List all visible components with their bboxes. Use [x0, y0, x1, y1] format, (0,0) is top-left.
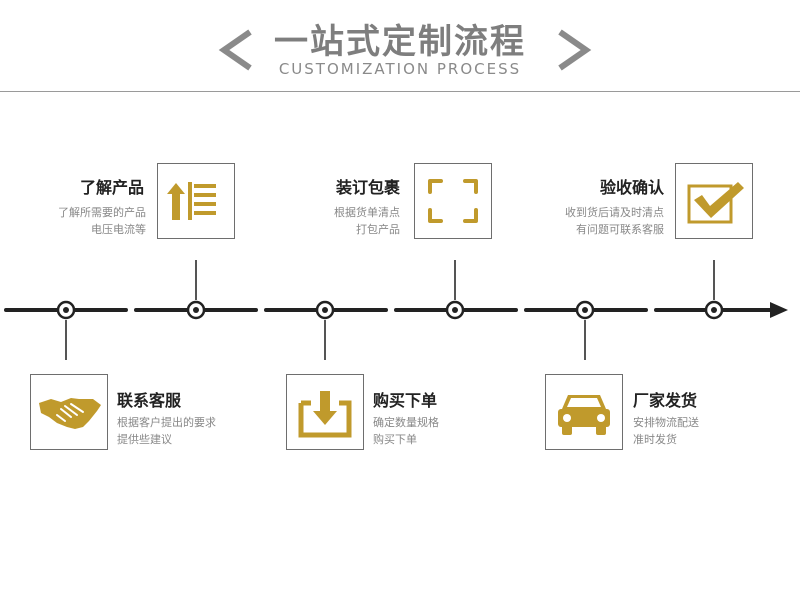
step-desc-ship-2: 准时发货 [633, 433, 677, 446]
step-box-contact [30, 374, 108, 450]
step-box-ship [545, 374, 623, 450]
header-divider [0, 91, 800, 92]
frame-corners-icon [428, 179, 478, 223]
step-desc-confirm-1: 收到货后请及时清点 [565, 206, 664, 219]
connector-bottom-3 [584, 320, 586, 360]
car-icon [558, 395, 610, 435]
handshake-icon [39, 398, 101, 429]
step-title-confirm: 验收确认 [599, 178, 664, 197]
step-desc-ship-1: 安排物流配送 [633, 416, 699, 429]
connector-top-1 [195, 260, 197, 300]
process-timeline [4, 300, 788, 320]
connector-top-3 [713, 260, 715, 300]
step-desc-understand-1: 了解所需要的产品 [58, 206, 146, 219]
step-desc-contact-2: 提供些建议 [117, 433, 172, 446]
step-title-order: 购买下单 [373, 391, 438, 410]
list-arrow-up-icon [167, 182, 216, 220]
step-title-package: 装订包裹 [335, 178, 400, 197]
step-box-order [286, 374, 364, 450]
step-desc-package-1: 根据货单清点 [334, 206, 400, 219]
step-title-contact: 联系客服 [117, 391, 182, 410]
download-tray-icon [298, 391, 352, 438]
page-header: 一站式定制流程 CUSTOMIZATION PROCESS [0, 0, 800, 92]
page-subtitle: CUSTOMIZATION PROCESS [278, 60, 522, 78]
chevron-right-icon [558, 29, 592, 71]
page-title: 一站式定制流程 [274, 22, 526, 62]
step-box-confirm [675, 163, 753, 239]
connector-bottom-2 [324, 320, 326, 360]
step-desc-order-2: 购买下单 [373, 433, 417, 446]
step-desc-order-1: 确定数量规格 [373, 416, 439, 429]
step-desc-contact-1: 根据客户提出的要求 [117, 416, 216, 429]
step-box-understand [157, 163, 235, 239]
checkbox-check-icon [687, 182, 744, 224]
chevron-left-icon [218, 29, 252, 71]
step-desc-understand-2: 电压电流等 [91, 223, 146, 236]
step-title-ship: 厂家发货 [633, 391, 698, 410]
connector-bottom-1 [65, 320, 67, 360]
timeline-arrowhead [770, 302, 788, 318]
step-title-understand: 了解产品 [79, 178, 144, 197]
step-desc-confirm-2: 有问题可联系客服 [576, 223, 664, 236]
connector-top-2 [454, 260, 456, 300]
step-box-package [414, 163, 492, 239]
step-desc-package-2: 打包产品 [356, 223, 400, 236]
